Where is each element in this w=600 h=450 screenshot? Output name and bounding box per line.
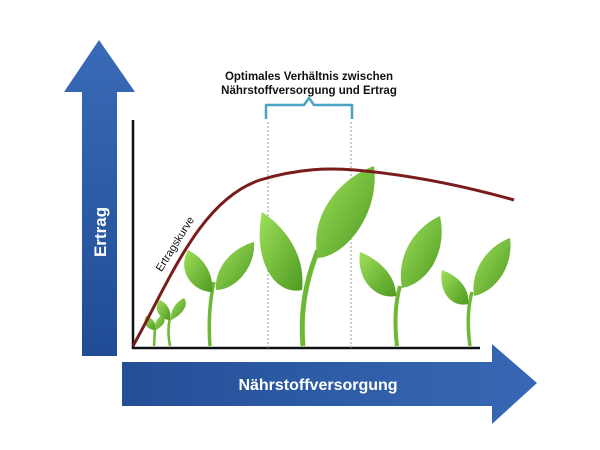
plant-3 xyxy=(184,242,255,347)
header-line-1: Optimales Verhältnis zwischen xyxy=(225,71,393,83)
yield-curve xyxy=(131,167,515,347)
optimal-bracket xyxy=(264,96,354,119)
x-axis-arrow: Nährstoffversorgung xyxy=(122,344,537,424)
y-axis-arrow: Ertrag xyxy=(64,40,135,356)
plant-2 xyxy=(156,298,186,347)
x-axis-label: Nährstoffversorgung xyxy=(238,377,397,394)
header-line-2: Nährstoffversorgung und Ertrag xyxy=(221,85,397,97)
plant-4 xyxy=(259,166,375,347)
plant-5 xyxy=(359,216,442,347)
y-axis-label: Ertrag xyxy=(91,207,110,257)
plant-6 xyxy=(441,238,511,347)
